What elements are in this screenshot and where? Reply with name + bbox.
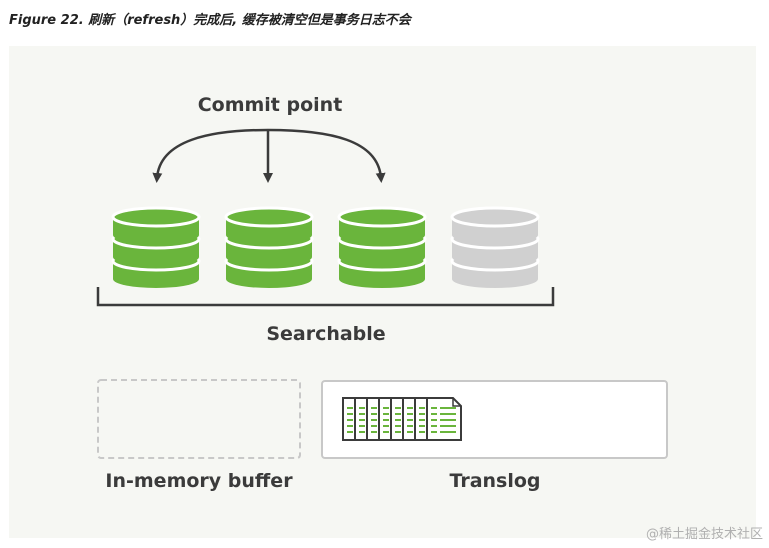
segment-4-uncommitted [450,206,540,288]
segment-1-committed [111,206,201,288]
segment-3-committed [337,206,427,288]
figure-caption: Figure 22. 刷新（refresh）完成后, 缓存被清空但是事务日志不会 [9,13,411,28]
searchable-label: Searchable [266,323,385,345]
translog-label: Translog [449,470,540,492]
arrow-to-segment-1 [152,128,269,183]
commit-point-arrows [152,128,386,183]
in-memory-buffer-label: In-memory buffer [105,470,293,492]
searchable-bracket [96,287,555,307]
translog-page-8 [426,397,462,441]
in-memory-buffer-box [97,379,301,459]
segment-2-committed [224,206,314,288]
arrow-to-segment-3 [267,128,386,183]
watermark: @稀土掘金技术社区 [645,527,763,542]
translog-pages [342,397,462,441]
segments-group [111,206,540,288]
commit-point-label: Commit point [198,94,343,116]
